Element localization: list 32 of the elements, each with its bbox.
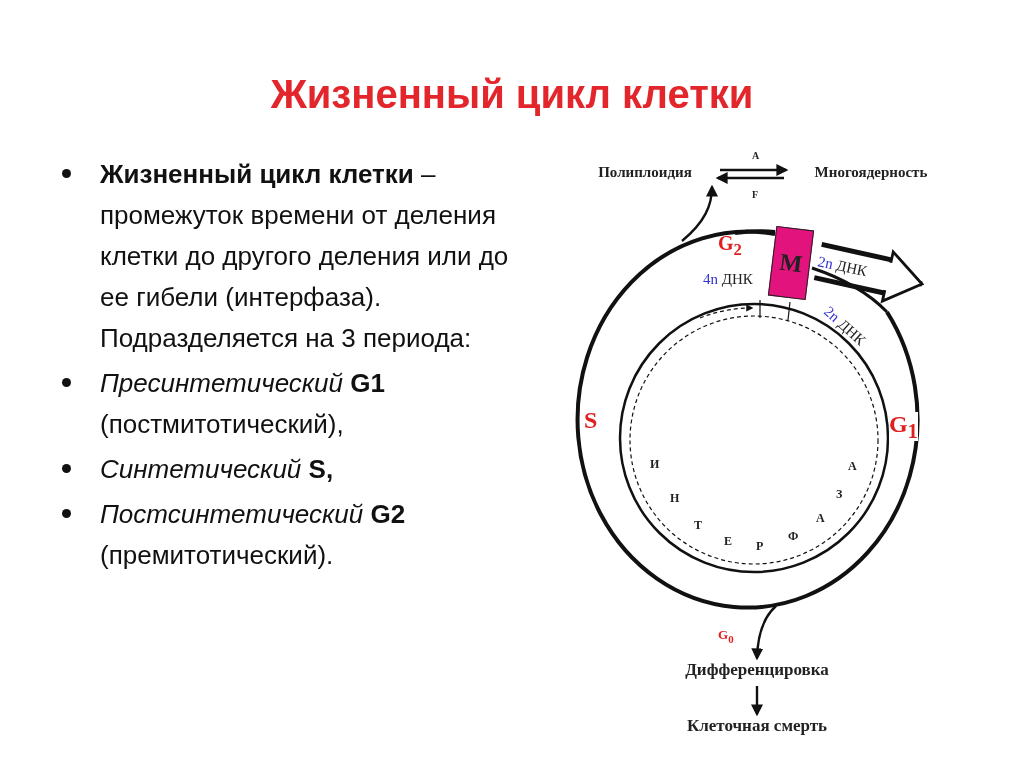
phase-label: S xyxy=(584,408,598,432)
slide-title: Жизненный цикл клетки xyxy=(269,72,755,117)
interphase-letter: Р xyxy=(756,540,764,552)
dna-amount-label: 2n ДНК xyxy=(816,254,869,280)
interphase-letter: Т xyxy=(694,519,702,531)
arrow xyxy=(720,164,789,176)
outcome-label: Полиплоидия xyxy=(576,163,714,181)
interphase-letter: И xyxy=(650,458,660,470)
interphase-letter: З xyxy=(836,488,843,500)
bullet-text: Пресинтетический G1 (постмитотический), xyxy=(100,368,385,439)
dna-amount-label: 4n ДНК xyxy=(703,272,753,287)
interphase-letter: Ф xyxy=(788,530,799,542)
arrow xyxy=(715,172,784,184)
outcome-label: Многоядерность xyxy=(790,163,952,181)
interphase-letter: Е xyxy=(724,535,732,547)
edge-label: G$_{0}$ xyxy=(718,628,734,645)
bullet-text: Жизненный цикл клетки – промежуток времени от деления клетки до другого деления или до ее гибели (интерфаза). Подразделяется на 3 периода: xyxy=(100,159,509,353)
outcome-label: Дифференцировка xyxy=(652,660,862,681)
edge-label: F xyxy=(752,190,759,200)
phase-label: G$_{2}$ xyxy=(718,233,742,259)
interphase-letter: А xyxy=(816,512,825,524)
arrow xyxy=(751,686,763,717)
phase-label: G$_{1}$ xyxy=(889,412,918,441)
interphase-letter: Н xyxy=(670,492,680,504)
edge-label: A xyxy=(752,151,760,161)
interphase-letter: А xyxy=(848,460,857,472)
arrow xyxy=(751,605,777,661)
outcome-label: Клеточная смерть xyxy=(652,716,862,737)
bullet-text: Синтетический S, xyxy=(100,454,334,484)
bullet-text: Постсинтетический G2 (премитотический). xyxy=(100,499,406,570)
arrow xyxy=(681,184,718,242)
mitosis-box: M xyxy=(767,225,815,301)
